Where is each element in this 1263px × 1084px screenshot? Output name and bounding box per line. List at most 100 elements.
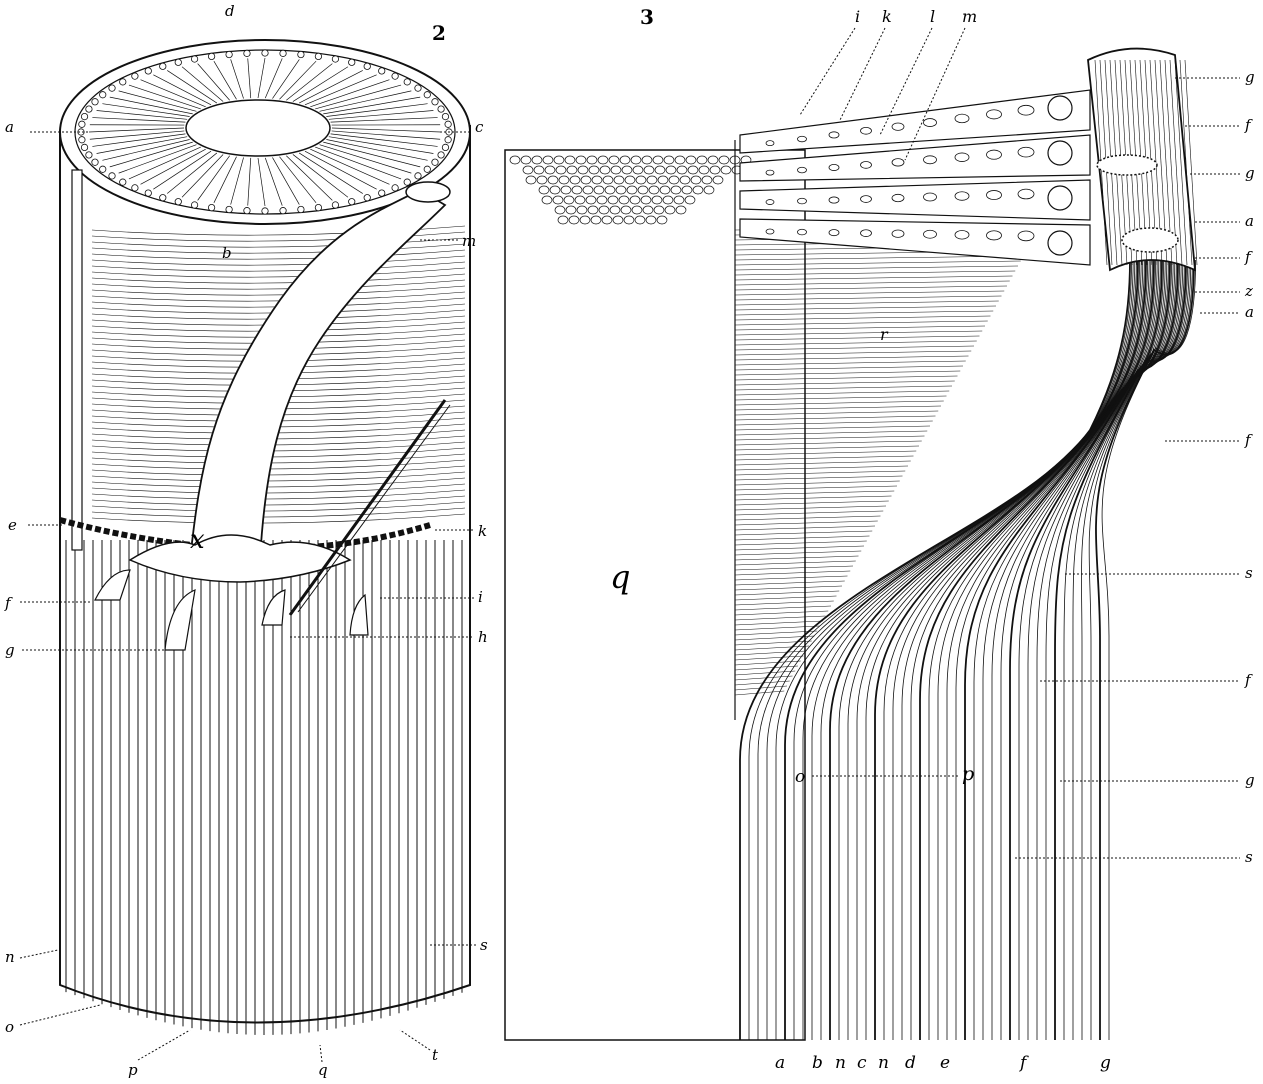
cell-dot [145, 68, 151, 74]
fibre-curve [1010, 260, 1178, 1040]
leader-line [400, 1030, 430, 1050]
cell-dot [349, 59, 355, 65]
part-label: a [1245, 303, 1254, 321]
cell-dot [109, 85, 115, 91]
cell-dot [132, 185, 138, 191]
cell-dot [244, 50, 250, 56]
cell-dot [442, 144, 448, 150]
fibre-curve [1096, 260, 1194, 1040]
part-label: q [318, 1061, 328, 1079]
fibre-curve [758, 260, 1133, 1040]
cell-dot [160, 194, 166, 200]
fibre-curve [767, 260, 1135, 1040]
cell-dot [120, 79, 126, 85]
cell-dot [160, 63, 166, 69]
left-rod [72, 170, 82, 550]
part-label: r [880, 325, 889, 344]
cell-dot [86, 106, 92, 112]
part-label: s [1245, 848, 1253, 866]
part-label: s [480, 936, 488, 954]
cell-dot [424, 166, 430, 172]
cell-dot [298, 51, 304, 57]
leader-line [800, 28, 855, 115]
part-label: n [878, 1053, 889, 1073]
cell-dot [262, 208, 268, 214]
part-label: a [775, 1053, 785, 1073]
fibre-curve [1037, 260, 1183, 1040]
part-label: s [1245, 564, 1253, 582]
cell-dot [226, 51, 232, 57]
fibre-curve [1028, 260, 1181, 1040]
section-frame [505, 150, 805, 1040]
cell-dot [364, 63, 370, 69]
part-label: g [5, 641, 15, 659]
cell-dot [438, 106, 444, 112]
part-label: d [225, 2, 235, 20]
part-label: i [855, 7, 860, 26]
part-label: b [812, 1053, 823, 1073]
cell-dot [432, 99, 438, 105]
fan-of-tubes [740, 90, 1090, 265]
cell-dot [415, 85, 421, 91]
cell-dot [92, 159, 98, 165]
part-label: d [905, 1053, 916, 1073]
cell-dot [175, 59, 181, 65]
cell-dot [392, 185, 398, 191]
cell-dot [424, 92, 430, 98]
part-label: n [5, 948, 15, 966]
part-label: f [1244, 248, 1253, 266]
cell-dot [438, 152, 444, 158]
part-label: f [1244, 671, 1253, 689]
cell-dot [120, 179, 126, 185]
fibre-curve [830, 260, 1146, 1040]
cell-dot [208, 204, 214, 210]
cell-dot [280, 207, 286, 213]
part-label: i [478, 588, 483, 606]
part-label: a [1245, 212, 1254, 230]
cell-dot [109, 173, 115, 179]
cell-dot [100, 166, 106, 172]
part-label: g [1245, 164, 1255, 182]
part-label: e [940, 1053, 950, 1073]
cell-dot [262, 50, 268, 56]
cell-dot [404, 179, 410, 185]
part-label: x [190, 525, 205, 555]
part-label: z [1244, 282, 1253, 300]
part-label: c [857, 1053, 867, 1073]
cell-dot [349, 198, 355, 204]
leader-line [20, 1005, 100, 1025]
vessel-end-section [406, 182, 450, 202]
cell-dot [315, 53, 321, 59]
part-label: l [930, 7, 935, 26]
part-label: g [1100, 1053, 1111, 1073]
cell-dot [79, 121, 85, 127]
cell-dot [226, 206, 232, 212]
part-label: g [1245, 68, 1255, 86]
part-label: e [8, 516, 17, 534]
cell-dot [92, 99, 98, 105]
part-label: b [222, 244, 232, 262]
cell-dot [442, 113, 448, 119]
figure-number: 3 [640, 5, 654, 29]
cell-dot [415, 173, 421, 179]
part-label: f [1244, 431, 1253, 449]
part-label: p [962, 763, 974, 785]
cell-dot [364, 194, 370, 200]
leader-line [20, 950, 58, 958]
part-label: t [432, 1046, 439, 1064]
part-label: f [1018, 1053, 1029, 1073]
cell-dot [191, 56, 197, 62]
central-canal [186, 100, 330, 156]
cell-dot [208, 53, 214, 59]
curved-fibre-bundles [740, 260, 1196, 1040]
part-label: a [5, 118, 14, 136]
part-label: m [962, 7, 977, 26]
cell-dot [332, 202, 338, 208]
cell-dot [81, 144, 87, 150]
cell-dot [79, 137, 85, 143]
figure-number: 2 [432, 21, 446, 45]
part-label: p [128, 1061, 138, 1079]
cell-dot [332, 56, 338, 62]
